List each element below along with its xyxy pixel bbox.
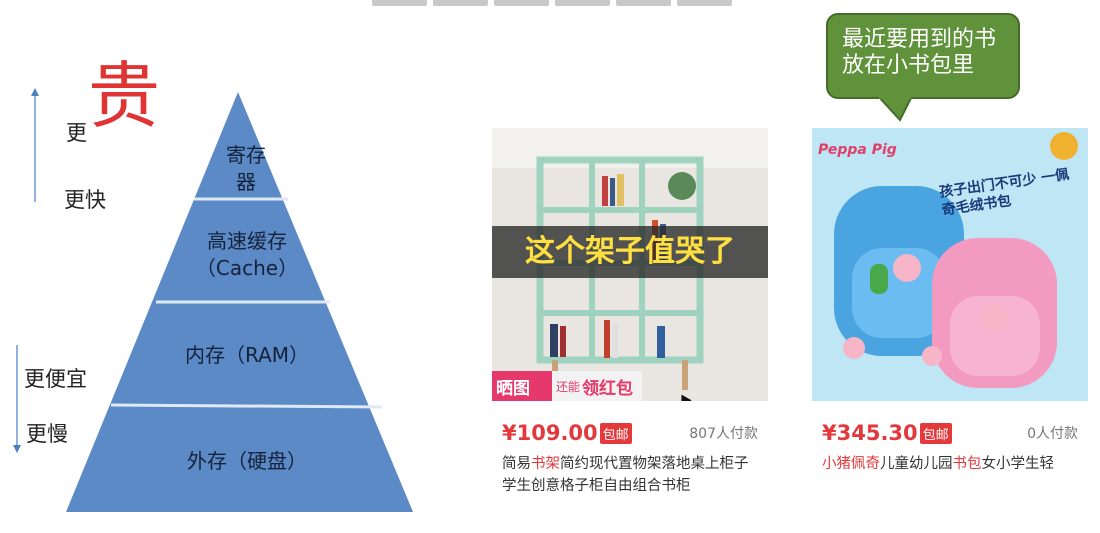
- pyramid-level-cache: 高速缓存 （Cache）: [168, 228, 326, 282]
- free-shipping-badge: 包邮: [919, 422, 952, 444]
- product-price: ¥109.00: [502, 421, 598, 445]
- title-part: 简约现代置物架落地桌上柜子学生创意格子柜自由组合书柜: [502, 456, 749, 495]
- bubble-line2: 放在小书包里: [842, 53, 975, 79]
- product-title[interactable]: 小猪佩奇儿童幼儿园书包女小学生轻: [822, 453, 1076, 475]
- title-keyword: 小猪佩奇: [822, 456, 880, 472]
- title-keyword: 书包: [952, 456, 982, 472]
- free-shipping-badge: 包邮: [599, 422, 632, 444]
- label-faster: 更快: [64, 188, 106, 212]
- product-card-backpack[interactable]: Peppa Pig 孩子出门不可少 一佩奇毛绒书包 ¥345.30 包邮 0人付…: [812, 128, 1088, 480]
- promo-mid: 还能: [556, 380, 581, 394]
- toolbar-tab: [677, 0, 732, 6]
- pyramid-level-register: 寄存 器: [206, 142, 286, 196]
- backpack-illustration: [812, 128, 1088, 401]
- toolbar-tab: [433, 0, 488, 6]
- down-arrow-icon: [10, 345, 24, 455]
- bookshelf-image[interactable]: 这个架子值哭了 晒图 还能 领红包: [492, 128, 768, 401]
- pyramid-level-cache-line1: 高速缓存: [207, 229, 287, 253]
- sales-count: 807人付款: [689, 426, 758, 442]
- title-part: 儿童幼儿园: [880, 456, 953, 472]
- pyramid-level-disk: 外存（硬盘）: [130, 448, 364, 475]
- title-keyword: 书架: [531, 456, 560, 472]
- promo-left: 晒图: [496, 379, 530, 399]
- product-card-bookshelf[interactable]: 这个架子值哭了 晒图 还能 领红包 ¥109.00 包邮 807人付款 简易书架…: [492, 128, 768, 500]
- toolbar-tab: [494, 0, 549, 6]
- pyramid-level-ram: 内存（RAM）: [150, 342, 344, 369]
- top-toolbar-remnant: [372, 0, 732, 8]
- bubble-line1: 最近要用到的书: [842, 27, 997, 52]
- price-row: ¥345.30 包邮 0人付款: [822, 418, 1078, 448]
- label-slower: 更慢: [26, 422, 68, 446]
- pyramid-level-register-line2: 器: [236, 170, 256, 194]
- label-cheaper: 更便宜: [24, 367, 87, 391]
- label-more: 更: [66, 121, 87, 145]
- sales-count: 0人付款: [1027, 426, 1078, 442]
- promo-right: 领红包: [582, 379, 633, 399]
- label-expensive: 贵: [88, 54, 161, 138]
- pyramid-shape: [66, 92, 413, 512]
- backpack-image[interactable]: Peppa Pig 孩子出门不可少 一佩奇毛绒书包: [812, 128, 1088, 401]
- toolbar-tab: [372, 0, 427, 6]
- product-price: ¥345.30: [822, 421, 918, 445]
- bookshelf-illustration: [492, 128, 768, 401]
- product-title[interactable]: 简易书架简约现代置物架落地桌上柜子学生创意格子柜自由组合书柜: [502, 453, 756, 498]
- toolbar-tab: [616, 0, 671, 6]
- up-arrow-icon: [28, 86, 42, 204]
- title-part: 女小学生轻: [981, 456, 1055, 472]
- toolbar-tab: [555, 0, 610, 6]
- brand-logo: Peppa Pig: [818, 142, 897, 158]
- price-row: ¥109.00 包邮 807人付款: [502, 418, 758, 448]
- pyramid-level-register-line1: 寄存: [226, 143, 266, 167]
- title-part: 简易: [502, 456, 531, 472]
- pyramid-level-disk-line1: 外存（硬盘）: [187, 449, 307, 473]
- pyramid-level-cache-line2: （Cache）: [195, 256, 299, 280]
- speech-bubble: 最近要用到的书 放在小书包里: [826, 13, 1020, 99]
- memory-hierarchy-pyramid: [60, 86, 416, 520]
- pyramid-level-ram-line1: 内存（RAM）: [184, 343, 310, 367]
- bookshelf-banner: 这个架子值哭了: [525, 234, 735, 269]
- bubble-tail-cover: [879, 95, 911, 99]
